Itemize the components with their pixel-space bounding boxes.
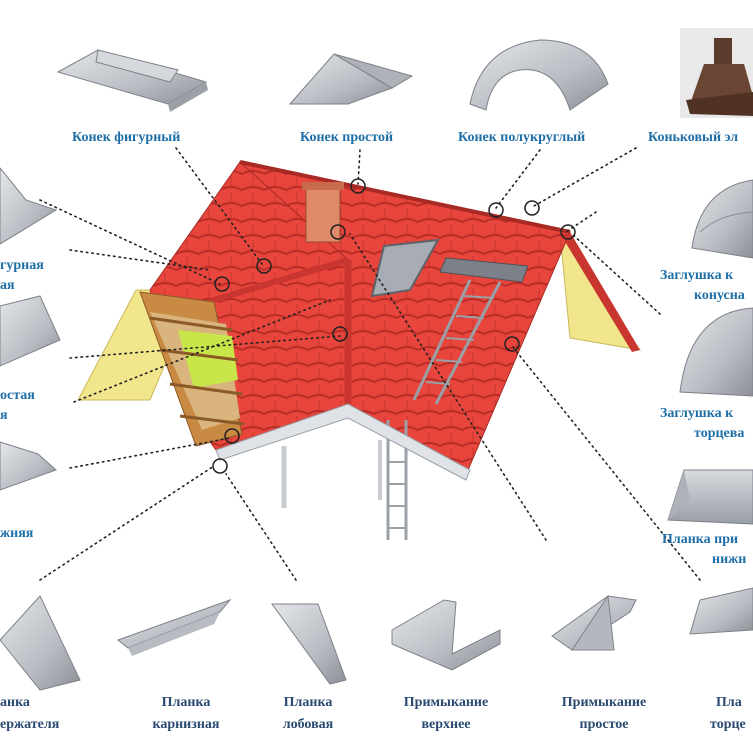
left-piece-2: [0, 295, 61, 367]
label-adjoining-simple-2: простое: [579, 717, 629, 732]
label-ridge-simple: Конек простой: [300, 130, 394, 145]
label-left-2: остая: [0, 388, 35, 403]
label-adjoining-upper-1: Примыкание: [403, 695, 489, 710]
cap-end-piece: [679, 307, 753, 397]
ridge-figured-piece: [56, 49, 208, 112]
left-piece-3: [0, 441, 57, 491]
plank-holder-piece: [0, 595, 81, 691]
label-plank-frontal-1: Планка: [283, 695, 333, 710]
ridge-simple-piece: [288, 53, 414, 105]
left-piece-1: [0, 167, 58, 245]
label-cap-conical-2: конусна: [694, 288, 745, 303]
label-left-1: гурная: [0, 258, 44, 273]
leader-lines: [39, 147, 701, 581]
label-ridge-round: Конек полукруглый: [458, 130, 586, 145]
ridge-element-piece: [680, 28, 753, 118]
label-adjoining-upper-2: верхнее: [421, 717, 471, 732]
label-adjoining-lower-1: Планка при: [662, 532, 739, 547]
cap-conical-piece: [691, 179, 753, 259]
label-plank-eaves-1: Планка: [161, 695, 211, 710]
label-left-3: жняя: [0, 526, 34, 541]
roof-illustration: [77, 160, 642, 540]
label-adjoining-simple-1: Примыкание: [561, 695, 647, 710]
label-left-1b: ая: [0, 278, 15, 293]
label-plank-holder-1: анка: [0, 695, 30, 710]
plank-end-piece: [689, 587, 753, 635]
plank-eaves-piece: [116, 598, 232, 656]
label-ridge-element: Коньковый эл: [648, 130, 739, 145]
ridge-round-piece: [469, 39, 609, 111]
label-adjoining-lower-2: нижн: [712, 552, 747, 567]
label-plank-end-2: торце: [710, 717, 746, 732]
callout-markers: [212, 178, 576, 474]
plank-frontal-piece: [271, 603, 347, 685]
label-plank-eaves-2: карнизная: [152, 717, 220, 732]
adjoining-simple-piece: [551, 594, 637, 651]
adjoining-upper-piece: [391, 599, 501, 671]
adjoining-lower-piece: [667, 469, 753, 525]
label-cap-end-1: Заглушка к: [660, 406, 734, 421]
label-plank-holder-2: ержателя: [0, 717, 60, 732]
label-plank-frontal-2: лобовая: [282, 717, 334, 732]
label-ridge-figured: Конек фигурный: [72, 130, 181, 145]
label-cap-conical-1: Заглушка к: [660, 268, 734, 283]
label-plank-end-1: Пла: [716, 695, 742, 710]
label-left-2b: я: [0, 408, 8, 423]
label-cap-end-2: торцева: [694, 426, 745, 441]
